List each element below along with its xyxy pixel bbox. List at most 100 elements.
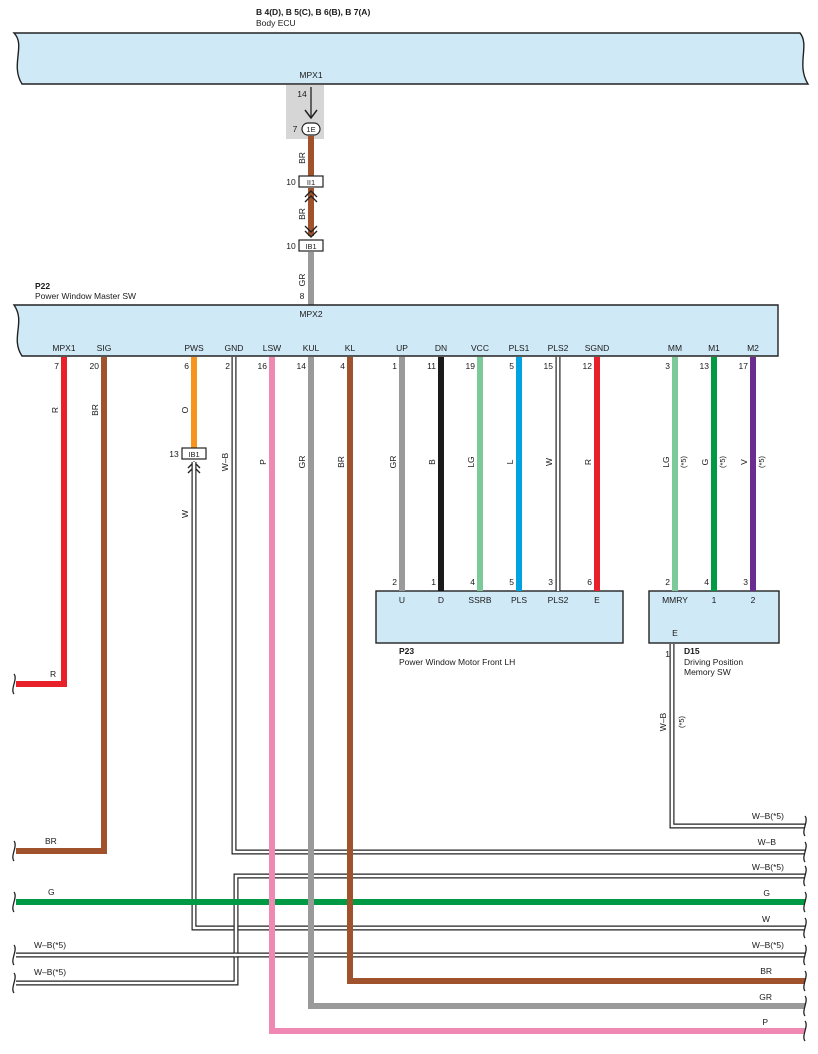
p22-pin-num: 20 [90, 361, 100, 371]
d15-name-1: Driving Position [684, 657, 743, 667]
p22-box [12, 304, 779, 357]
connector-1e [301, 122, 321, 136]
wire-m2-note: (*5) [757, 455, 766, 468]
wire-pws-w-core [192, 462, 805, 930]
p22-pin-num: 7 [54, 361, 59, 371]
wire-sgnd-label: R [583, 459, 593, 465]
wire-end-icon [803, 944, 807, 966]
right-label-3: W–B(*5) [752, 862, 784, 872]
p22-pin-name: M2 [747, 343, 759, 353]
p22-pin-num: 13 [700, 361, 710, 371]
wire-pls1-label: L [505, 459, 515, 464]
d15-pin-name: 2 [751, 595, 756, 605]
p22-pin-num: 4 [340, 361, 345, 371]
wire-pws-label: O [180, 406, 190, 413]
p22-pin-name: LSW [263, 343, 281, 353]
wire-m1-label: G [700, 459, 710, 466]
wire-mpx1-r [16, 357, 67, 687]
wire-d15-e-label: W–B [658, 712, 668, 731]
wire-end-icon [803, 917, 807, 939]
wire-end-icon [803, 815, 807, 837]
connector-ii1 [298, 175, 324, 188]
p22-pin-num: 11 [427, 361, 436, 371]
wire-end-icon [12, 944, 16, 966]
connector-ib1-pws-num: 13 [169, 449, 179, 459]
left-wb-label-2: W–B(*5) [34, 967, 66, 977]
p23-pins: U D SSRB PLS PLS2 E 2 1 4 5 3 6 [392, 577, 600, 605]
wire-end-icon [803, 995, 807, 1017]
d15-name-2: Memory SW [684, 667, 731, 677]
connector-ib1-top-label: IB1 [305, 242, 316, 251]
wire-lsw-p [269, 357, 805, 1034]
p22-name: Power Window Master SW [35, 291, 136, 301]
wire-lsw-label: P [258, 459, 268, 465]
p23-pin-name: D [438, 595, 444, 605]
wire-kl-br [347, 357, 805, 984]
p23-pin-num: 4 [470, 577, 475, 587]
wire-end-icon [12, 673, 16, 695]
right-label-6: W–B(*5) [752, 940, 784, 950]
p22-pin-num: 19 [466, 361, 476, 371]
wire-sig-label: BR [90, 404, 100, 416]
p22-pin-name: KL [345, 343, 356, 353]
wire-m2-label: V [739, 459, 749, 465]
wire-br-mid-label: BR [297, 208, 307, 220]
chevron-down-icon [304, 225, 318, 238]
wire-mm-label: LG [661, 456, 671, 467]
p22-mpx2-pin: 8 [300, 291, 305, 301]
p22-pin-name: PWS [184, 343, 204, 353]
wire-end-icon [803, 1020, 807, 1042]
wire-gnd-wb-core [232, 357, 805, 854]
wire-mpx1-label: R [50, 407, 60, 413]
wire-kul-label: GR [297, 456, 307, 469]
wire-pls2-label: W [544, 458, 554, 466]
left-r-label: R [50, 669, 56, 679]
p22-pin-num: 6 [184, 361, 189, 371]
p22-pin-name: PLS2 [548, 343, 569, 353]
p22-pin-num: 3 [665, 361, 670, 371]
left-g-label: G [48, 887, 55, 897]
ecu-pin-num: 14 [297, 89, 307, 99]
d15-e-label: E [672, 628, 678, 638]
p22-pin-name: VCC [471, 343, 489, 353]
wire-end-icon [12, 972, 16, 994]
left-wb-label-1: W–B(*5) [34, 940, 66, 950]
p22-pin-name: UP [396, 343, 408, 353]
wire-vcc-label: LG [466, 456, 476, 467]
right-label-7: BR [760, 966, 772, 976]
connector-ib1-pws [181, 447, 207, 460]
wire-m1-note: (*5) [718, 455, 727, 468]
p22-mpx2-label: MPX2 [299, 309, 322, 319]
wire-gnd-label: W–B [220, 452, 230, 471]
wire-end-icon [803, 970, 807, 992]
wire-sig-br [16, 357, 107, 854]
wire-gr-top-label: GR [297, 274, 307, 287]
wire-pws-w-label: W [180, 510, 190, 518]
p22-pin-num: 15 [544, 361, 554, 371]
ecu-pin-label: MPX1 [299, 70, 322, 80]
p22-pin-num: 2 [225, 361, 230, 371]
right-label-2: W–B [758, 837, 777, 847]
p22-pin-name: DN [435, 343, 447, 353]
connector-ib1-top-num: 10 [286, 241, 296, 251]
wire-end-icon [12, 891, 16, 913]
left-wire-ends [12, 673, 16, 994]
d15-box [648, 590, 780, 644]
wire-mm-note: (*5) [679, 455, 688, 468]
p23-pin-num: 6 [587, 577, 592, 587]
right-label-9: P [762, 1017, 768, 1027]
p22-pin-name: GND [225, 343, 244, 353]
wire-end-icon [803, 841, 807, 863]
right-label-1: W–B(*5) [752, 811, 784, 821]
wire-dn-label: B [427, 459, 437, 465]
wire-end-icon [12, 840, 16, 862]
right-label-4: G [763, 888, 770, 898]
p22-pin-name: MM [668, 343, 682, 353]
p22-pin-name: SGND [585, 343, 610, 353]
connector-1e-num: 7 [293, 124, 298, 134]
p23-pin-num: 5 [509, 577, 514, 587]
wire-wb5-r3-core [16, 874, 805, 985]
p22-pin-name: MPX1 [52, 343, 75, 353]
ecu-codes: B 4(D), B 5(C), B 6(B), B 7(A) [256, 7, 370, 17]
